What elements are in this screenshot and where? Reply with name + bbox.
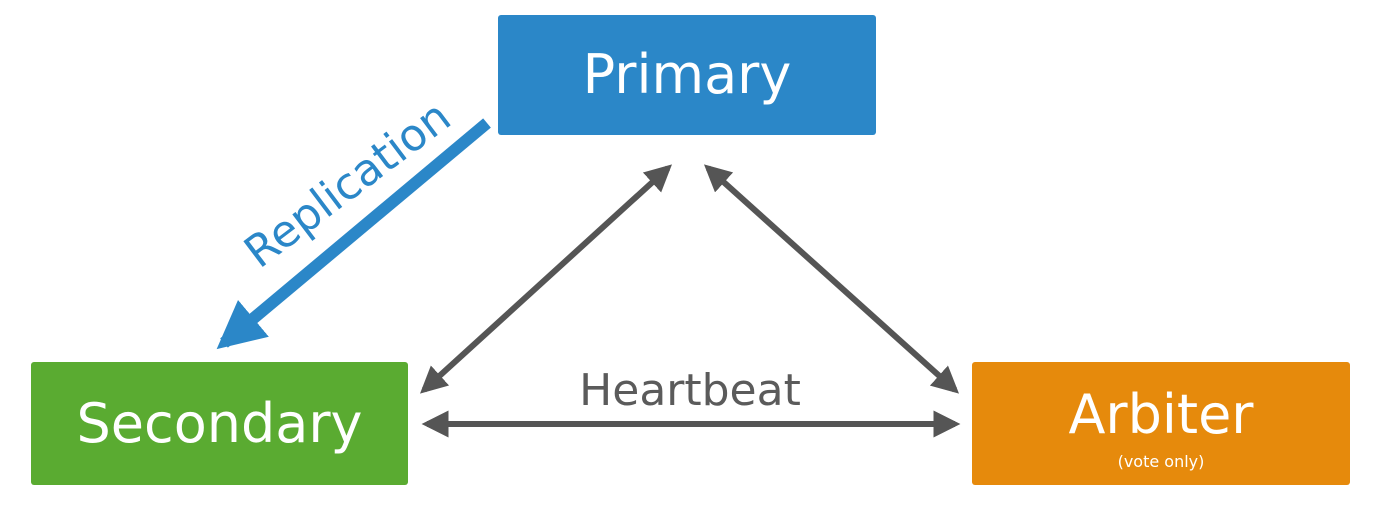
secondary-node: Secondary [31,362,408,485]
heartbeat-arrow-primary-secondary [420,164,672,394]
heartbeat-label: Heartbeat [579,365,801,416]
heartbeat-arrow-primary-arbiter [703,164,960,394]
arbiter-label: Arbiter [1068,382,1254,446]
arbiter-sublabel: (vote only) [1117,451,1205,471]
secondary-label: Secondary [76,391,363,455]
primary-label: Primary [582,43,792,106]
arbiter-node: Arbiter (vote only) [972,362,1350,485]
primary-node: Primary [498,15,876,135]
replication-arrow [216,118,491,350]
